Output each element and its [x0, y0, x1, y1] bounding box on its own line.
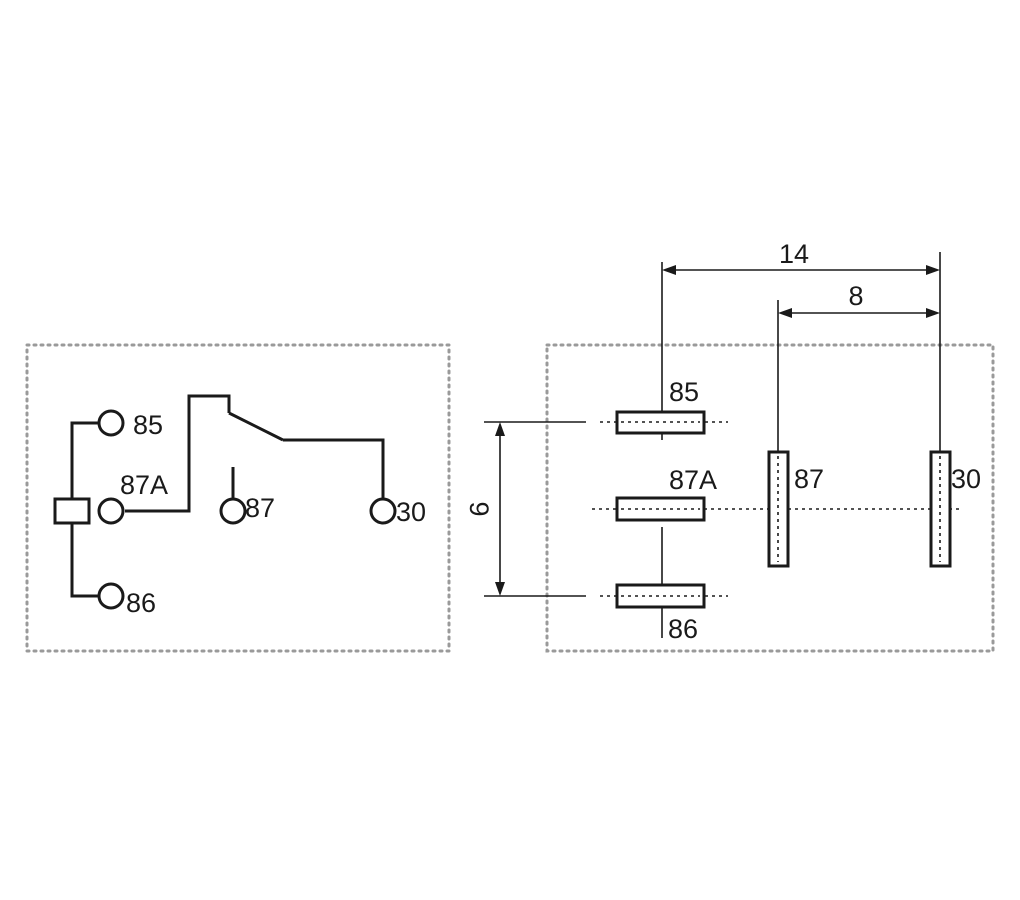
coil: [53, 497, 91, 525]
common-wire: [283, 438, 385, 498]
pin-30: [929, 450, 952, 568]
pin-87: [767, 450, 790, 568]
dim-9-label: 9: [464, 501, 494, 516]
dim-8-arrow-right: [926, 308, 940, 318]
pin-86: [615, 583, 706, 609]
switch-blade: [228, 411, 284, 442]
pin-87a: [615, 496, 706, 522]
dim-8-label: 8: [848, 281, 863, 311]
dim-14-arrow-left: [662, 265, 676, 275]
dim-14-arrow-right: [926, 265, 940, 275]
label-87a: 87A: [120, 470, 168, 500]
pin-label-87: 87: [794, 464, 824, 494]
dim-8-arrow-left: [778, 308, 792, 318]
label-85: 85: [133, 410, 163, 440]
label-30: 30: [396, 497, 426, 527]
label-86: 86: [126, 588, 156, 618]
footprint-panel: 9 14 8 85 87A 86 87 30: [464, 239, 995, 653]
dim-9-arrow-top: [495, 422, 505, 436]
terminal-85: [97, 409, 125, 437]
pin-label-30: 30: [951, 464, 981, 494]
footprint-frame: [545, 343, 995, 653]
pin-label-87a: 87A: [669, 465, 717, 495]
schematic-frame: [25, 343, 451, 653]
nc-contact-wire: [125, 394, 231, 513]
coil-wire-86: [70, 523, 99, 598]
terminal-87: [219, 497, 247, 525]
terminal-30: [369, 497, 397, 525]
dim-14-label: 14: [779, 239, 809, 269]
terminal-87a: [97, 497, 125, 525]
pin-label-85: 85: [669, 377, 699, 407]
dim-9-arrow-bottom: [495, 582, 505, 596]
pin-85: [615, 410, 706, 435]
pin-label-86: 86: [668, 614, 698, 644]
schematic-panel: 85 87A 86 87 30: [25, 343, 451, 653]
terminal-86: [97, 582, 125, 610]
coil-wire-85: [70, 421, 99, 499]
label-87: 87: [245, 493, 275, 523]
